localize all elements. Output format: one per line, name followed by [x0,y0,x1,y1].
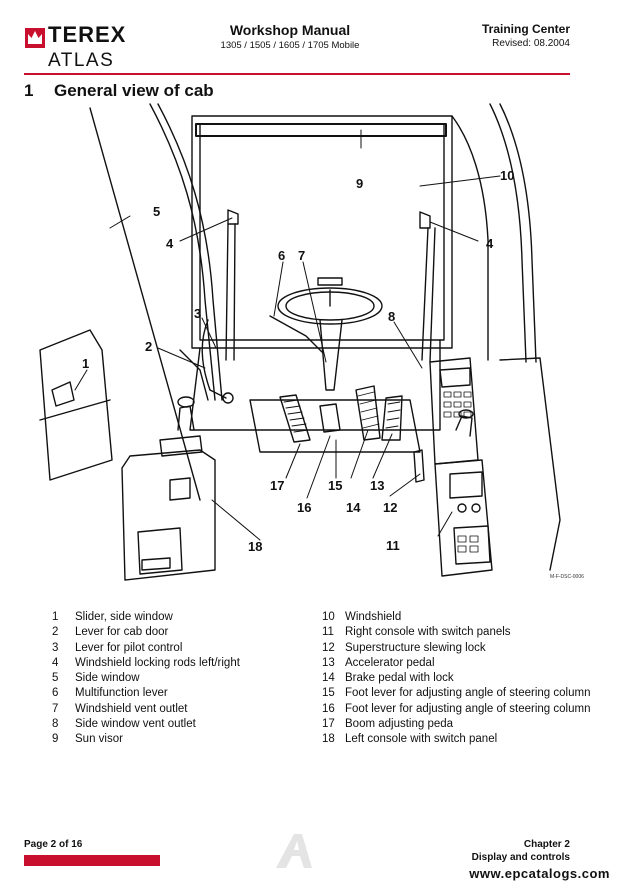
callout-9: 9 [356,176,363,191]
atlas-watermark-logo [276,834,312,868]
callout-12: 12 [383,500,397,515]
accelerator-pedal [381,395,403,441]
callout-1: 1 [82,356,89,371]
callout-8: 8 [388,309,395,324]
pilot-control-lever [222,392,234,404]
chapter-number: Chapter 2 [523,839,570,850]
training-center: Training Center [481,22,570,36]
windshield-frame [191,115,453,349]
callout-2: 2 [145,339,152,354]
column-foot-lever [319,403,341,433]
callout-18: 18 [248,539,262,554]
callout-15: 15 [328,478,342,493]
cab-diagram: 1 2 3 4 4 5 6 7 8 9 10 11 12 13 14 15 16… [39,103,584,581]
slider-side-window [51,381,75,407]
slewing-lock [413,449,425,483]
manual-title: Workshop Manual [229,22,351,38]
section-title: General view of cab [54,81,214,100]
left-joystick [177,405,195,431]
steering-wheel [277,287,383,325]
model-list: 1305 / 1505 / 1605 / 1705 Mobile [220,40,360,51]
callout-3: 3 [194,306,201,321]
callout-16: 16 [297,500,311,515]
brake-pedal [355,385,381,441]
right-joystick [455,415,473,437]
chapter-title: Display and controls [471,852,570,863]
watermark-url: www.epcatalogs.com [469,866,610,881]
logo-sub: ATLAS [48,50,115,71]
callout-11: 11 [386,538,400,553]
right-console [434,459,493,577]
multifunction-lever [269,315,323,353]
callout-13: 13 [370,478,384,493]
steering-column [319,319,343,391]
drawing-code: M-F-DSC-0006 [550,574,584,580]
lock-rod-left [227,209,239,225]
callout-4-right: 4 [486,236,494,251]
terex-logo-emblem [25,28,45,48]
section-number: 1 [24,81,34,100]
callout-17: 17 [270,478,284,493]
sun-visor [195,123,447,137]
left-pillar-line [89,107,201,501]
logo-brand: TEREX [48,22,127,47]
callout-7: 7 [298,248,305,263]
callout-6: 6 [278,248,285,263]
revision-date: Revised: 08.2004 [492,38,570,49]
left-console [121,449,216,581]
page-number: Page 2 of 16 [24,839,83,850]
side-window-left [39,329,113,481]
callout-4-left: 4 [166,236,174,251]
callout-14: 14 [346,500,361,515]
header-rule [24,73,570,75]
boom-pedal [279,394,311,443]
callout-10: 10 [500,168,514,183]
lock-rod-right [419,211,431,229]
callout-5: 5 [153,204,160,219]
footer-bar [24,855,160,866]
